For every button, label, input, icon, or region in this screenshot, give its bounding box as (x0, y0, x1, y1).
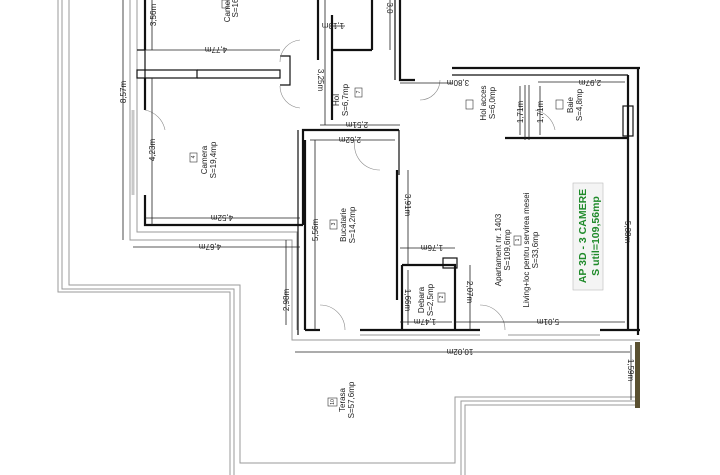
room-name: Baie (566, 96, 575, 113)
room-apartment: Apartament nr. 1403 S=109,6mp 1 Living+l… (494, 192, 540, 307)
room-name: Hol (332, 94, 341, 106)
dim-label: 3,91m (403, 194, 412, 217)
room-number: 1 (515, 238, 521, 241)
room-area: S=6,0mp (488, 86, 497, 119)
apartment-summary-box: AP 3D - 3 CAMERE S util=109,56mp (572, 182, 604, 291)
room-number: 10 (330, 399, 336, 405)
dim-label: 4,23m (148, 139, 157, 162)
room-terasa: 10 Terasa S=57,6mp (327, 381, 356, 418)
room-area: S=19,4mp (209, 141, 218, 178)
room-baie: Baie S=4,8mp (555, 88, 584, 121)
dim-label: 3,25m (316, 69, 325, 92)
dim-label: 4,67m (199, 242, 222, 251)
room-camera-top: Camera S=16 (221, 0, 240, 22)
room-name: Camera (223, 0, 232, 22)
room-labels: Camera S=16 4 Camera S=19,4mp 7 Hol S=6,… (189, 0, 604, 418)
room-name: Terasa (338, 387, 347, 412)
dim-label: 3,0 (385, 2, 394, 14)
dim-label: 5,38m (623, 221, 632, 244)
room-name: Hol acces (479, 85, 488, 120)
dim-label: 4,77m (205, 45, 228, 54)
room-bucatarie: 3 Bucatarie S=14,2mp (329, 206, 357, 243)
room-number: 3 (331, 222, 337, 225)
room-name: Camera (200, 145, 209, 174)
railing (635, 342, 640, 408)
dim-label: 1,71m (516, 101, 525, 124)
dim-label: 2,51m (346, 120, 369, 129)
room-number: 2 (439, 295, 445, 298)
summary-area: S util=109,56mp (590, 196, 602, 276)
dim-label: 3,80m (447, 78, 470, 87)
dim-label: 1,59m (626, 359, 635, 382)
dim-label: 1,66m (403, 289, 412, 312)
room-area: S=16 (231, 0, 240, 17)
dim-label: 4,52m (211, 213, 234, 222)
dim-label: 5,56m (311, 219, 320, 242)
dim-label: 1,71m (536, 101, 545, 124)
dim-label: 2,97m (579, 78, 602, 87)
dim-label: 2,98m (282, 289, 291, 312)
facade-lines (129, 0, 640, 341)
dim-label: 1,47m (414, 317, 437, 326)
room-area: S=4,8mp (575, 88, 584, 121)
dimension-lines (122, 0, 632, 400)
room-area: S=6,7mp (341, 83, 350, 116)
dimension-labels: 3,56m 8,57m 4,77m 1,10m 3,25m 3,0 3,80m … (119, 2, 635, 381)
apartment-area: S=109,6mp (503, 229, 512, 271)
living-name: Living+loc pentru servirea mesei (522, 192, 531, 307)
room-area: S=14,2mp (348, 206, 357, 243)
room-hol: 7 Hol S=6,7mp (332, 83, 363, 116)
terrace-outline (57, 0, 640, 475)
dim-label: 2,62m (339, 135, 362, 144)
room-name: Debara (417, 286, 426, 313)
dim-label: 8,57m (119, 81, 128, 104)
dim-label: 2,07m (465, 281, 474, 304)
summary-title: AP 3D - 3 CAMERE (577, 189, 589, 283)
room-number: 7 (356, 90, 362, 93)
room-camera: 4 Camera S=19,4mp (189, 141, 218, 178)
dim-label: 5,01m (537, 317, 560, 326)
dim-label: 3,56m (149, 4, 158, 27)
living-area: S=33,6mp (531, 231, 540, 268)
apartment-number: Apartament nr. 1403 (494, 213, 503, 286)
dim-label: 1,76m (421, 243, 444, 252)
room-number: 4 (191, 155, 197, 158)
room-area: S=57,6mp (347, 381, 356, 418)
room-area: S=2,5mp (426, 283, 435, 316)
dim-label: 1,10m (322, 21, 345, 30)
room-name: Bucatarie (339, 208, 348, 242)
room-debara: 2 Debara S=2,5mp (417, 283, 446, 316)
room-hol-acces: Hol acces S=6,0mp (465, 85, 497, 121)
dim-label: 10,02m (446, 347, 473, 356)
